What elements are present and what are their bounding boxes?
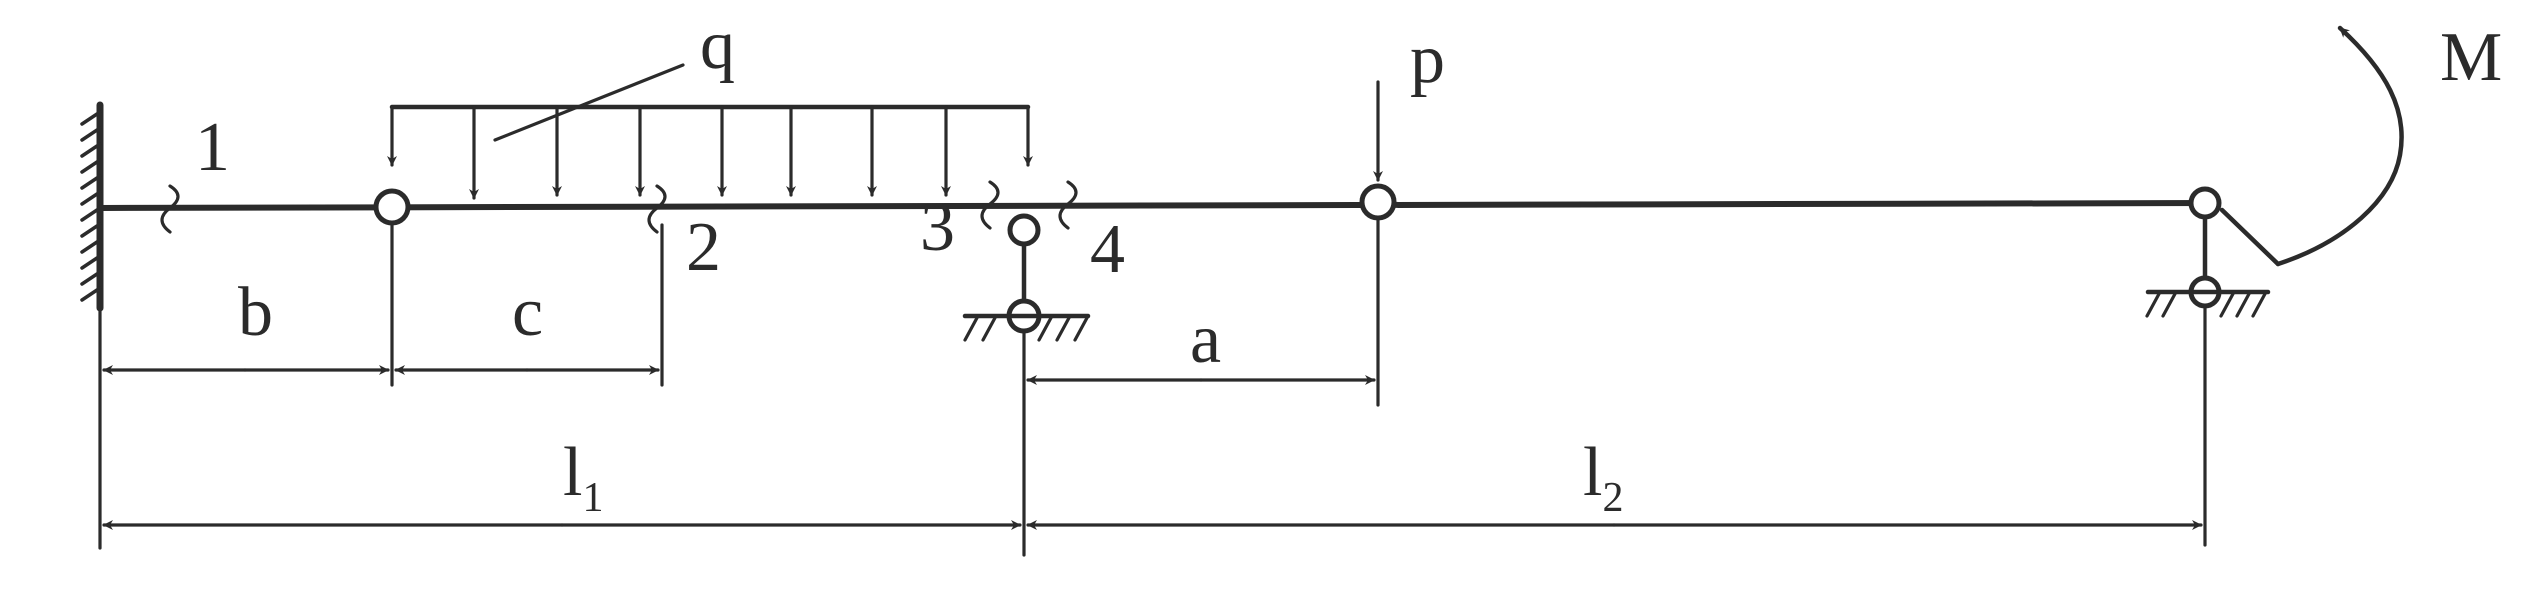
load-label-p: p [1410,21,1445,98]
section-label-4: 4 [1090,211,1125,288]
section-label-2: 2 [686,209,721,286]
moment-label-m: M [2440,19,2502,96]
hinge-p [1359,183,1397,221]
hinge-left [373,188,411,226]
section-marks [160,180,1078,234]
section-label-1: 1 [195,109,230,186]
extension-lines [98,216,2207,557]
dimension-label-b: b [238,274,273,351]
dimension-label-a: a [1190,301,1221,378]
dimension-label-l1: l1 [563,434,603,521]
dimension-label-l2: l2 [1583,434,1623,521]
section-label-3: 3 [920,189,955,266]
middle-pinned-support [962,213,1091,342]
beam [97,200,2221,211]
distributed-load-q [387,63,1033,200]
dimension-label-c: c [512,274,543,351]
moment-m [2219,25,2404,267]
fixed-wall-support [80,101,104,312]
right-pinned-support [2145,186,2271,318]
load-label-q: q [700,7,735,84]
